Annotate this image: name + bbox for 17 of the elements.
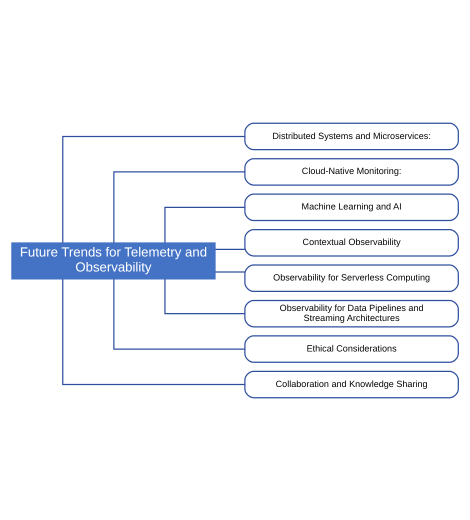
connector: [215, 270, 245, 272]
connector: [164, 278, 245, 314]
node-box: Cloud-Native Monitoring:: [244, 158, 459, 186]
node-box: Distributed Systems and Microservices:: [244, 122, 459, 150]
connector: [215, 248, 245, 250]
connector: [164, 206, 245, 242]
node-box: Contextual Observability: [244, 228, 459, 256]
node-box: Machine Learning and AI: [244, 193, 459, 221]
connector: [62, 278, 245, 385]
connector: [62, 135, 245, 242]
node-box: Future Trends for Telemetry and Observability: [11, 242, 216, 279]
node-box: Observability for Data Pipelines and Streaming Architectures: [244, 299, 459, 327]
node-box: Collaboration and Knowledge Sharing: [244, 370, 459, 398]
node-box: Ethical Considerations: [244, 334, 459, 362]
connector: [113, 278, 245, 350]
connector: [113, 170, 245, 242]
node-box: Observability for Serverless Computing: [244, 264, 459, 292]
